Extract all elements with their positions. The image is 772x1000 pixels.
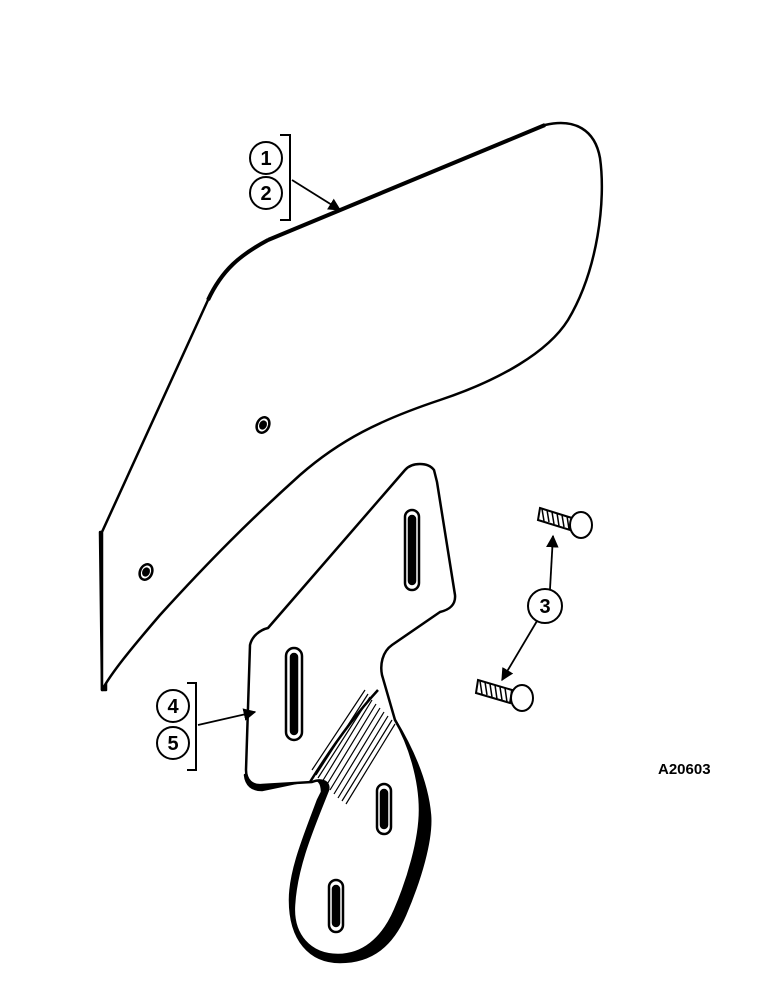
bracket-line-1-2 <box>280 134 291 221</box>
callout-circle-4 <box>156 689 190 723</box>
callout-label-4: 4 <box>167 696 179 718</box>
callout-group-1-2: 1 2 <box>249 134 342 221</box>
leader-arrow-3-lower <box>501 620 538 682</box>
bolt-lower <box>474 678 534 712</box>
callout-label-5: 5 <box>167 733 178 755</box>
leader-arrow-1-2 <box>291 179 342 211</box>
bracket-slots <box>284 508 421 934</box>
callout-circle-2 <box>249 176 283 210</box>
figure-reference: A20603 <box>658 761 711 778</box>
callout-circle-5 <box>156 726 190 760</box>
callout-circle-3 <box>527 588 563 624</box>
bolt-upper <box>536 506 593 539</box>
callout-circle-1 <box>249 141 283 175</box>
callout-label-3: 3 <box>539 596 550 618</box>
leader-arrow-4-5 <box>197 708 257 726</box>
bracket-line-4-5 <box>187 682 197 771</box>
callout-group-3: 3 <box>501 534 563 682</box>
callout-group-4-5: 4 5 <box>156 682 257 771</box>
callout-label-1: 1 <box>260 148 271 170</box>
shield-plate <box>98 121 604 692</box>
mounting-bracket <box>243 462 457 964</box>
leader-arrow-3-upper <box>546 534 559 590</box>
callout-label-2: 2 <box>260 183 271 205</box>
